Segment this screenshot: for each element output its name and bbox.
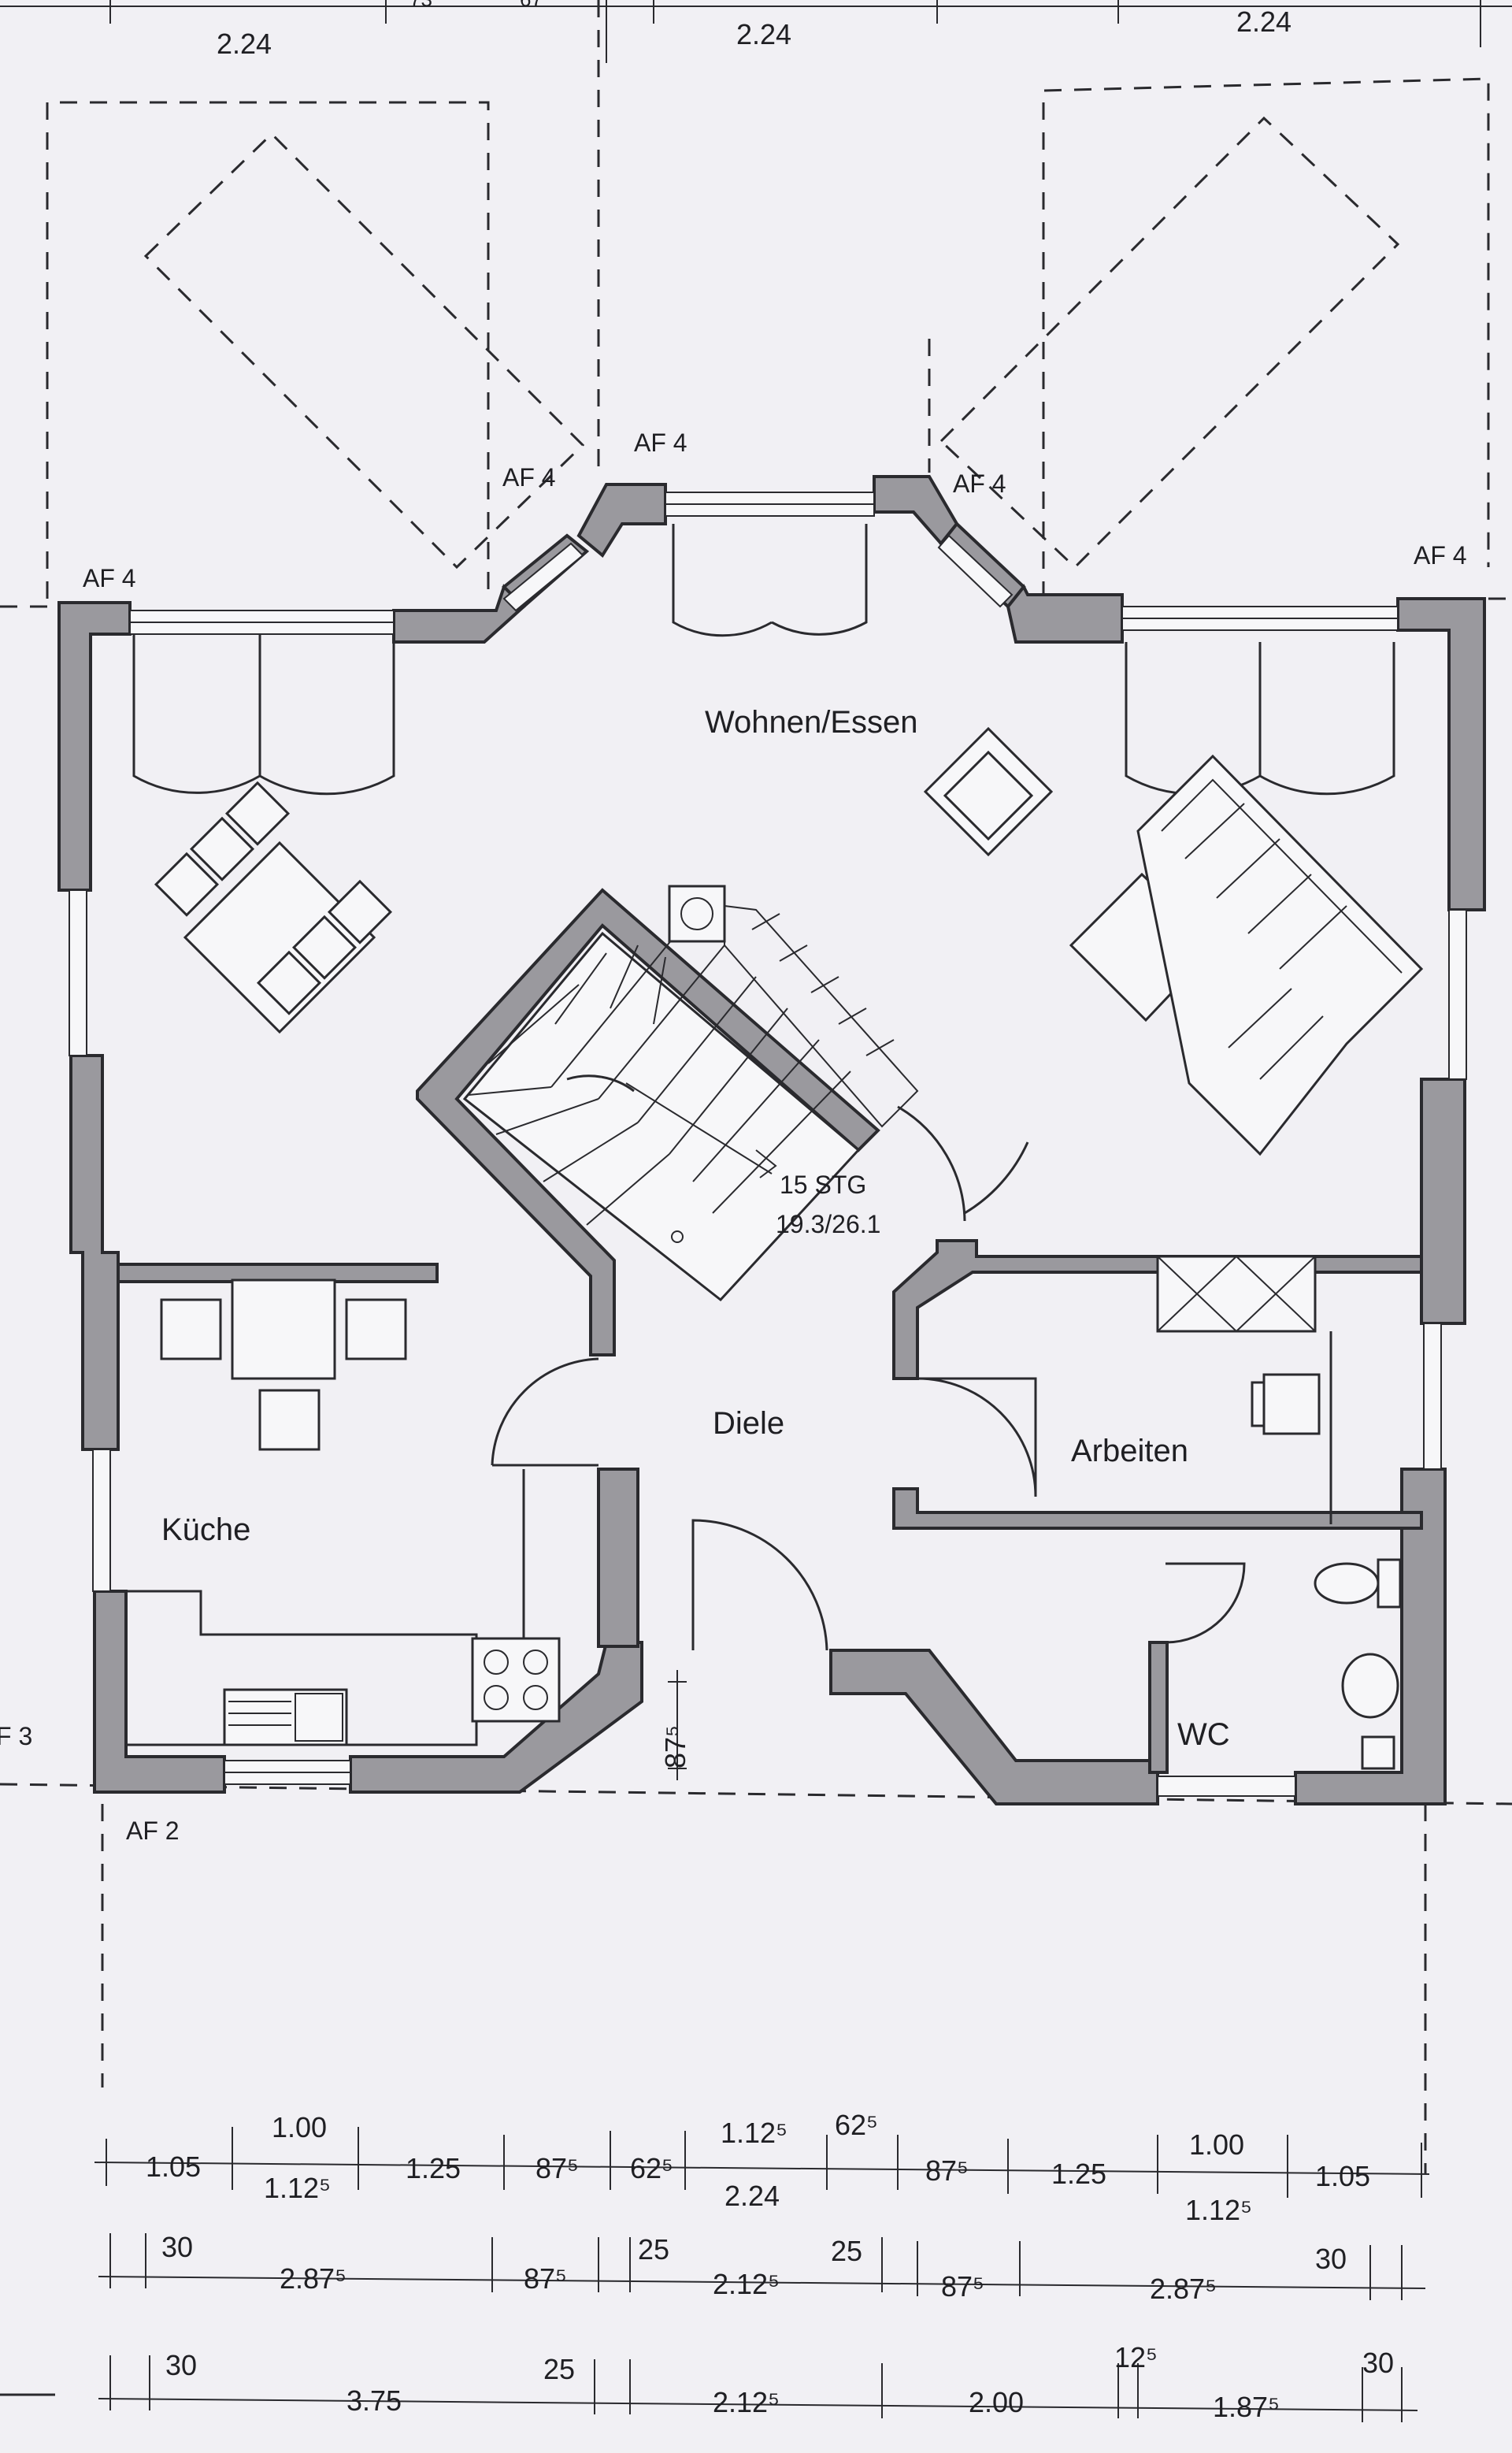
kitchen-furniture xyxy=(126,1278,561,1746)
dim-row2-8: 2.87⁵ xyxy=(1150,2273,1217,2305)
dim-row1-sub-1: 1.12⁵ xyxy=(264,2172,331,2204)
dim-row1-6: 1.12⁵ xyxy=(721,2117,788,2149)
interior-walls xyxy=(117,888,1423,1774)
dim-row1-10: 1.00 xyxy=(1189,2128,1244,2161)
room-label-arbeiten: Arbeiten xyxy=(1071,1434,1188,1468)
dim-row2-4: 25 xyxy=(638,2233,669,2266)
top-dim-3: 2.24 xyxy=(1236,6,1292,38)
top-dim-2: 2.24 xyxy=(736,18,791,50)
dim-row1-7: 62⁵ xyxy=(835,2109,878,2141)
dim-row1-9: 1.25 xyxy=(1051,2158,1106,2190)
top-dim-1: 2.24 xyxy=(217,28,272,60)
top-dim-4: 73 xyxy=(410,0,432,11)
dim-row1-8: 87⁵ xyxy=(925,2154,969,2187)
living-set xyxy=(923,726,1424,1156)
dim-row3-6: 12⁵ xyxy=(1114,2341,1158,2373)
window-label-west: F 3 xyxy=(0,1722,32,1750)
dim-row3-1: 30 xyxy=(165,2349,197,2381)
dim-row2-7: 87⁵ xyxy=(941,2270,984,2303)
wc-fixtures xyxy=(1314,1558,1402,1770)
window-label-sw: AF 2 xyxy=(126,1817,180,1845)
room-label-diele: Diele xyxy=(713,1406,784,1441)
dim-row1-3: 1.25 xyxy=(406,2152,461,2184)
windows xyxy=(69,492,1467,1797)
dim-row3-3: 25 xyxy=(543,2353,575,2385)
dim-row3-7: 1.87⁵ xyxy=(1213,2391,1280,2423)
stair-steps: 15 STG xyxy=(780,1171,866,1199)
top-dimension-line: 2.24 2.24 2.24 73 67 xyxy=(0,0,1512,63)
top-dim-5: 67 xyxy=(520,0,543,11)
dim-row1-sub-3: 1.12⁵ xyxy=(1185,2194,1252,2226)
vertical-dimension: 87⁵ xyxy=(659,1670,691,1780)
office-furniture xyxy=(1156,1255,1332,1524)
dining-set xyxy=(154,781,393,1034)
room-label-wc: WC xyxy=(1177,1717,1230,1752)
dimension-chains: 1.05 1.00 1.25 87⁵ 62⁵ 1.12⁵ 62⁵ 87⁵ 1.2… xyxy=(94,2109,1430,2423)
dim-row2-5: 2.12⁵ xyxy=(713,2268,780,2300)
dim-row2-9: 30 xyxy=(1315,2243,1347,2275)
window-label-nw: AF 4 xyxy=(83,564,136,592)
room-label-wohnen-essen: Wohnen/Essen xyxy=(705,705,918,740)
dim-row2-6: 25 xyxy=(831,2235,862,2267)
dim-row1-2: 1.00 xyxy=(272,2111,327,2143)
dim-row2-3: 87⁵ xyxy=(524,2262,567,2295)
exterior-walls xyxy=(57,475,1486,1805)
dim-row3-4: 2.12⁵ xyxy=(713,2386,780,2418)
dim-row2-1: 30 xyxy=(161,2231,193,2263)
dim-row1-4: 87⁵ xyxy=(536,2152,579,2184)
dim-row3-8: 30 xyxy=(1362,2347,1394,2379)
room-label-kueche: Küche xyxy=(161,1512,250,1547)
window-label-n1: AF 4 xyxy=(502,463,556,492)
dim-row3-5: 2.00 xyxy=(969,2386,1024,2418)
stair-ratio: 19.3/26.1 xyxy=(776,1210,880,1238)
dim-row1-sub-2: 2.24 xyxy=(724,2180,780,2212)
dim-row1-11: 1.05 xyxy=(1315,2160,1370,2192)
dashed-outlines xyxy=(0,0,1512,2174)
vertical-dim-text: 87⁵ xyxy=(659,1725,691,1768)
staircase: 15 STG 19.3/26.1 xyxy=(462,885,919,1302)
dim-row1-1: 1.05 xyxy=(146,2151,201,2183)
window-label-n3: AF 4 xyxy=(953,469,1006,498)
window-label-ne: AF 4 xyxy=(1414,541,1467,570)
dim-row1-5: 62⁵ xyxy=(630,2152,673,2184)
window-label-n2: AF 4 xyxy=(634,429,687,457)
dim-row2-2: 2.87⁵ xyxy=(280,2262,346,2295)
dim-row3-2: 3.75 xyxy=(346,2384,402,2417)
